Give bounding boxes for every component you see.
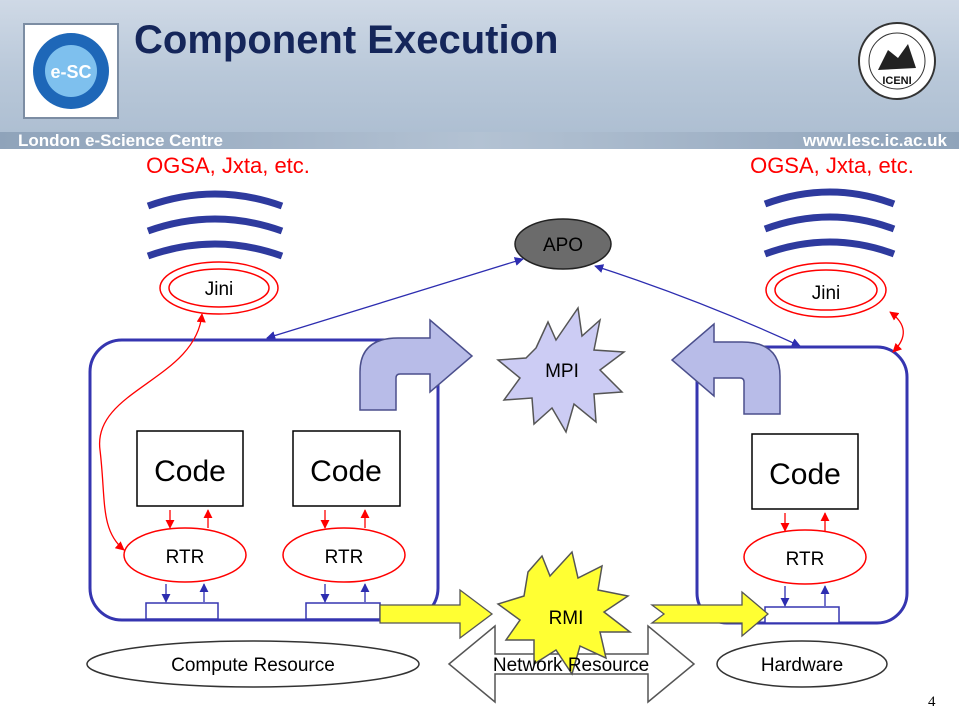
website-caption: www.lesc.ic.ac.uk (803, 131, 947, 150)
mpi-arrow-left (359, 318, 474, 411)
mpi-label: MPI (545, 361, 579, 382)
code-box-3 (751, 433, 859, 510)
lesc-logo: e-SC (23, 23, 119, 119)
rtr-node-2 (282, 527, 406, 583)
rtr-label-2: RTR (325, 547, 364, 568)
compute-resource-label: Compute Resource (171, 655, 335, 676)
lesc-logo-inner-disc (45, 45, 97, 97)
port-box-2 (305, 602, 381, 620)
port-box-3 (764, 606, 840, 624)
iceni-logo-text: ICENI (882, 75, 911, 87)
wave-right-3 (763, 238, 896, 258)
wave-right-1 (763, 188, 896, 208)
rmi-arrow-right (650, 590, 770, 638)
jini-right-label: Jini (812, 283, 841, 304)
compute-container (88, 338, 440, 622)
hardware-label: Hardware (761, 655, 843, 676)
jini-rtr-link (99, 313, 206, 551)
chariot-icon (878, 44, 916, 70)
organisation-caption: London e-Science Centre (18, 131, 223, 150)
rtr-label-1: RTR (166, 547, 205, 568)
mpi-node (496, 305, 627, 434)
apo-link-right (594, 264, 801, 347)
wave-right-2 (763, 213, 896, 233)
header-banner (0, 0, 959, 132)
wave-left-2 (146, 215, 284, 235)
compute-resource-shape (86, 640, 420, 688)
header-strip (0, 132, 959, 149)
apo-link-left (266, 257, 524, 340)
rmi-arrow-left (379, 588, 494, 640)
wave-left-1 (146, 190, 284, 210)
rmi-node (496, 550, 633, 676)
mpi-arrow-right (670, 322, 781, 415)
protocol-label-left: OGSA, Jxta, etc. (146, 153, 310, 178)
code-label-3: Code (769, 458, 841, 491)
jini-right-link (889, 311, 904, 353)
apo-label: APO (543, 235, 583, 256)
protocol-label-right: OGSA, Jxta, etc. (750, 153, 914, 178)
code-box-2 (292, 430, 401, 507)
apo-node (514, 218, 612, 270)
page-number: 4 (928, 694, 936, 710)
iceni-logo: ICENI (858, 22, 936, 100)
rtr-node-3 (743, 529, 867, 585)
rtr-label-3: RTR (786, 549, 825, 570)
wave-left-3 (146, 240, 284, 260)
code-label-2: Code (310, 455, 382, 488)
page-title: Component Execution (134, 18, 559, 62)
code-label-1: Code (154, 455, 226, 488)
rmi-label: RMI (549, 608, 584, 629)
network-resource-label: Network Resource (493, 655, 649, 676)
port-box-1 (145, 602, 219, 620)
hardware-shape (716, 640, 888, 688)
lesc-logo-text: e-SC (50, 62, 91, 82)
jini-left-label: Jini (205, 279, 234, 300)
